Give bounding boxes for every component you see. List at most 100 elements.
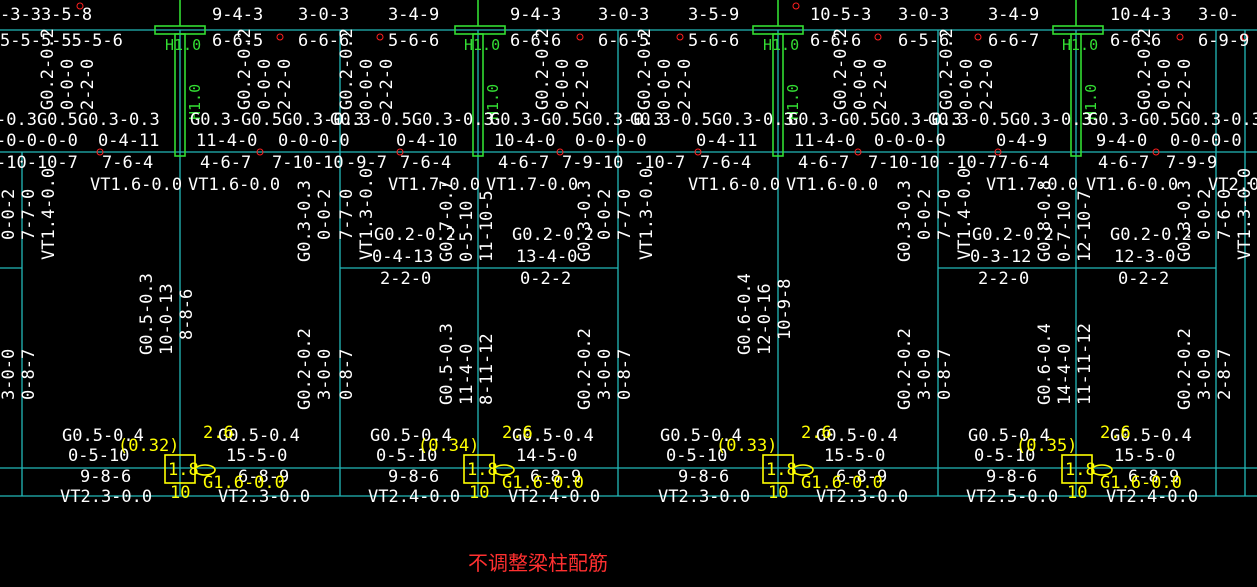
beam-label: 11-4-0 <box>794 131 855 151</box>
beam-label: VT2.4-0.0 <box>508 487 600 507</box>
vertical-label: 0-0-2 <box>1195 189 1215 240</box>
drawing-caption: 不调整梁柱配筋 <box>468 551 608 575</box>
joint-value: 2.6 <box>203 423 234 443</box>
top-rebar-label: 6-6-6 <box>298 31 349 51</box>
vertical-label: 0-8-7 <box>935 349 955 400</box>
vertical-label: G0.2-0.2 <box>575 328 595 410</box>
beam-label: -9-7 <box>346 153 387 173</box>
beam-label: 11-4-0 <box>196 131 257 151</box>
vertical-label: 2-8-7 <box>1215 349 1235 400</box>
beam-label: 0-4-13 <box>372 247 433 267</box>
vertical-label: 3-0-0 <box>915 349 935 400</box>
beam-label: 0-4-11 <box>98 131 159 151</box>
beam-label: VT2.3-0.0 <box>60 487 152 507</box>
beam-label: G0.5-0.4 <box>218 426 300 446</box>
beam-label: 12-3-0 <box>1114 247 1175 267</box>
beam-label: -0-0-0-0 <box>0 131 78 151</box>
vertical-label: G0.3-0.3 <box>1175 180 1195 262</box>
column-label: H1.0 <box>484 84 502 120</box>
vertical-label: 0-8-7 <box>19 349 39 400</box>
beam-label: 7-6-4 <box>400 153 451 173</box>
beam-label: VT1.7-0.0 <box>388 175 480 195</box>
beam-label: 15-5-0 <box>1114 446 1175 466</box>
vertical-label: 3-0-0 <box>0 349 19 400</box>
lower-vertical-labels: 3-0-0 0-8-7 G0.2-0.2 3-0-0 0-8-7 G0.5-0.… <box>0 323 1235 410</box>
column-label: H1.0 <box>186 84 204 120</box>
beam-label: 0-4-11 <box>696 131 757 151</box>
big-column-labels: G0.5-0.3 10-0-13 8-8-6 G0.6-0.4 12-0-16 … <box>137 273 795 355</box>
vertical-label: 11-4-0 <box>457 344 477 405</box>
vertical-label: VT1.4-0.0 <box>955 168 975 260</box>
mid-vertical-labels: 0-0-2 7-7-0 VT1.4-0.0 G0.3-0.3 0-0-2 7-7… <box>0 168 1255 262</box>
vertical-label: G0.5-0.3 <box>437 323 457 405</box>
top-rebar-label: 3-0-3 <box>598 5 649 25</box>
vertical-label: G0.7-0.7 <box>437 180 457 262</box>
beam-label: G0.5-0.4 <box>62 426 144 446</box>
vertical-label: G0.2-0.2 <box>635 28 655 110</box>
beam-label: VT1.6-0.0 <box>786 175 878 195</box>
beam-label: G0.3-0.5G0.3-0.3 <box>928 110 1092 130</box>
beam-label: 9-8-6 <box>388 467 439 487</box>
beam-label: G0.2-0.2 <box>374 225 456 245</box>
top-rebar-label: 6-5-6 <box>898 31 949 51</box>
beam-label: G0.5-0.4 <box>968 426 1050 446</box>
top-rebar-label: 10-5-3 <box>810 5 871 25</box>
joint-ratio: (0.32) <box>118 436 179 456</box>
beam-label: 0-5-10 <box>68 446 129 466</box>
top-rebar-label: 6-6-6 <box>1110 31 1161 51</box>
beam-label: 6-8-9 <box>530 467 581 487</box>
beam-label: 10-4-0 <box>494 131 555 151</box>
beam-label: 4-6-7 <box>798 153 849 173</box>
vertical-label: 0-0-0 <box>357 59 377 110</box>
vertical-label: G0.2-0.2 <box>337 28 357 110</box>
vertical-label: G0.8-0.8 <box>1035 180 1055 262</box>
beam-label: G0.2-0.2 <box>1110 225 1192 245</box>
beam-label: 4-6-7 <box>1098 153 1149 173</box>
vertical-label: 3-0-0 <box>315 349 335 400</box>
vertical-label: G0.3-0.3 <box>575 180 595 262</box>
column-rebar-label: G0.5-0.3 <box>137 273 157 355</box>
beam-label: 0-3-12 <box>970 247 1031 267</box>
beam-label: 0-5-10 <box>376 446 437 466</box>
beam-label: VT1.6-0.0 <box>90 175 182 195</box>
vertical-label: 0-0-2 <box>595 189 615 240</box>
beam-label: 7-10-10 <box>272 153 344 173</box>
vertical-label: 2-2-0 <box>871 59 891 110</box>
vertical-label: 0-0-2 <box>315 189 335 240</box>
beam-label: G0.3-G0.5G0.3-0.3 <box>788 110 962 130</box>
vertical-label: G0.2-0.2 <box>295 328 315 410</box>
top-rebar-label: 5-5-5-55-5-6 <box>0 31 123 51</box>
vertical-label: 2-2-0 <box>78 59 98 110</box>
top-rebar-label: 6-6-6 <box>510 31 561 51</box>
top-rebar-label: 9-4-3 <box>212 5 263 25</box>
top-rebar: -3-33-5-8 9-4-3 3-0-3 3-4-9 9-4-3 3-0-3 … <box>0 5 1249 51</box>
beam-label: VT1.6-0.0 <box>188 175 280 195</box>
joint-value: 10 <box>768 483 788 503</box>
vertical-label: G0.3-0.3 <box>295 180 315 262</box>
beam-label: 0-4-9 <box>996 131 1047 151</box>
beam-label: 4-6-7 <box>498 153 549 173</box>
joint-value: 10 <box>469 483 489 503</box>
beam-label: VT2.5-0.0 <box>966 487 1058 507</box>
vertical-label: 0-0-0 <box>1155 59 1175 110</box>
beam-label: G0.5-0.4 <box>512 426 594 446</box>
beam-label: G0.5-0.4 <box>370 426 452 446</box>
top-rebar-label: 3-0-3 <box>298 5 349 25</box>
upper-vertical-labels: G0.2-0.2 0-0-0 2-2-0 G0.2-0.2 0-0-0 2-2-… <box>38 28 1195 110</box>
column-label: H1.0 <box>1062 36 1098 54</box>
vertical-label: 3-0-0 <box>1195 349 1215 400</box>
beam-label: VT1.6-0.0 <box>688 175 780 195</box>
vertical-label: 0-0-0 <box>957 59 977 110</box>
joint-value: 2.6 <box>1100 423 1131 443</box>
beam-label: 6-8-9 <box>238 467 289 487</box>
lower-beam-group: G0.5-0.4 0-5-10 9-8-6 VT2.5-0.0 G0.5-0.4… <box>966 423 1198 507</box>
vertical-label: 2-2-0 <box>675 59 695 110</box>
vertical-label: 14-4-0 <box>1055 344 1075 405</box>
vertical-label: 0-5-10 <box>457 201 477 262</box>
beam-label: G0.5-0.4 <box>660 426 742 446</box>
joint-ellipse <box>194 464 216 476</box>
beam-label: VT2.0 <box>1208 175 1257 195</box>
vertical-label: VT1.3-0.0 <box>357 168 377 260</box>
beam-label: 7-6-4 <box>102 153 153 173</box>
